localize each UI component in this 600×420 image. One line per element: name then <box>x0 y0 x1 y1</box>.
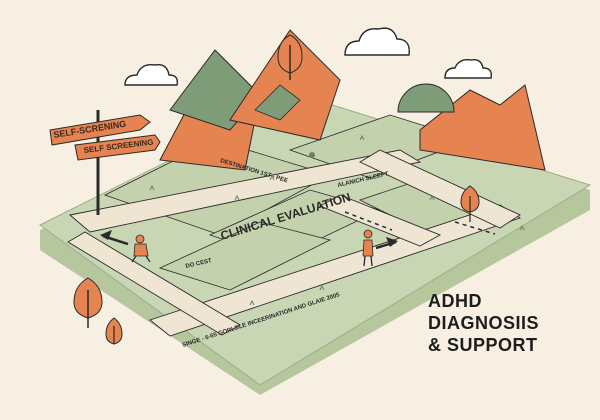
arrow-right-icon <box>375 237 398 250</box>
marker-dot <box>309 152 315 158</box>
person-walking-icon <box>362 229 374 267</box>
path-label-do-cest: DO CEST <box>185 258 213 270</box>
grass-tufts <box>149 134 525 306</box>
cloud-icon <box>444 58 493 79</box>
arrow-left-icon <box>100 230 129 246</box>
grass-field <box>158 221 332 291</box>
cloud-icon <box>124 64 179 86</box>
title-line-3: & SUPPORT <box>428 335 538 355</box>
person-sitting-icon <box>131 234 151 263</box>
hill-icon <box>397 83 455 113</box>
walking-paths <box>67 149 522 337</box>
signpost-icon <box>49 110 161 215</box>
route-dashed-line <box>344 211 393 231</box>
tree-icon <box>73 277 103 328</box>
title-line-1: ADHD <box>428 291 482 311</box>
cloud-icon <box>344 27 410 56</box>
mountain-icon <box>229 29 341 141</box>
title-line-2: DIAGNOSIIS <box>428 313 540 333</box>
tree-icon <box>105 317 123 345</box>
tree-icon <box>277 34 303 80</box>
tree-icon <box>460 185 480 222</box>
route-dashed-line <box>454 221 496 235</box>
diagram-title: ADHD DIAGNOSIIS & SUPPORT <box>428 290 588 356</box>
